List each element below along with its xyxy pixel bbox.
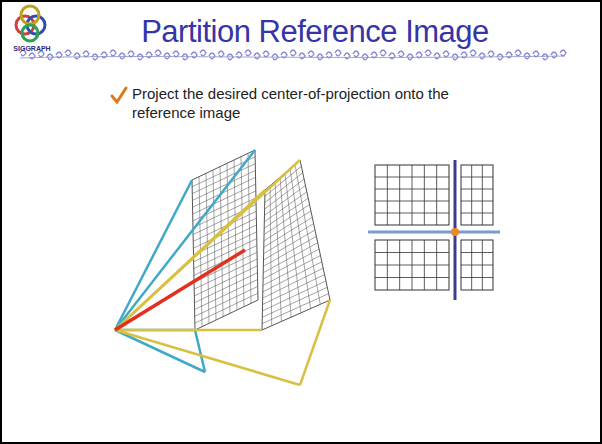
- reference-plane: [192, 150, 258, 330]
- siggraph-logo: [16, 6, 45, 41]
- bullet-text: Project the desired center-of-projection…: [132, 84, 512, 122]
- partitioned-image: [375, 165, 493, 290]
- logo-label: SIGGRAPH: [6, 45, 58, 52]
- epipole-point: [451, 228, 459, 236]
- frustum-illustration: [115, 150, 330, 385]
- partition-line: [368, 231, 500, 234]
- check-mark: [112, 88, 126, 102]
- slide-title: Partition Reference Image: [90, 14, 540, 50]
- decorative-band: [20, 50, 566, 60]
